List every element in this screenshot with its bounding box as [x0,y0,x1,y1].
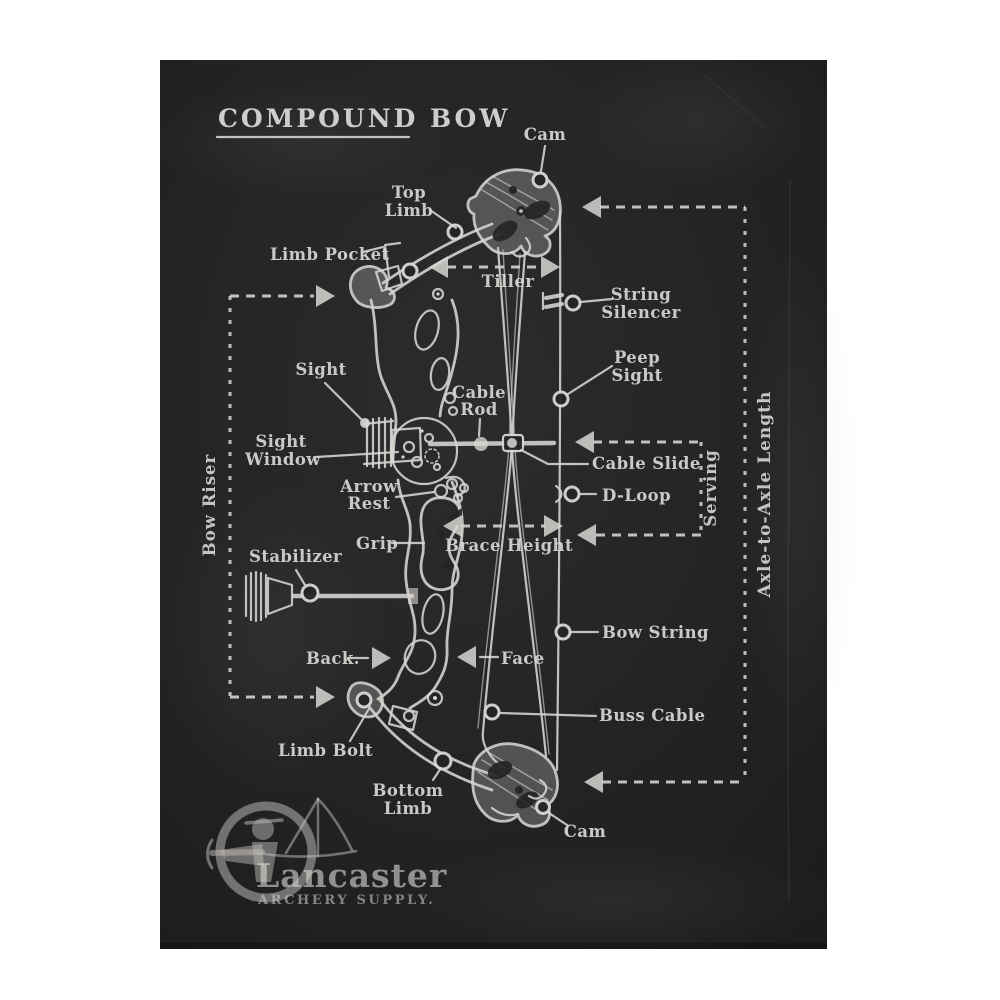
limb-bolt-circle [355,691,373,709]
label-limb-bolt: Limb Bolt [278,741,373,760]
label-sight-window-2: Window [244,450,321,469]
logo-name: Lancaster [256,856,447,895]
chalk-scratch [699,71,767,131]
label-arrow-rest-2: Rest [348,494,391,513]
bottom-pocket [346,681,444,732]
chalk-scratch [787,179,791,901]
label-d-loop: D-Loop [602,486,671,505]
label-brace-height: Brace Height [445,536,573,555]
label-cable-slide: Cable Slide [592,454,701,473]
compound-bow-drawing [244,168,570,828]
stabilizer-marker [300,583,320,603]
label-sight-window-1: Sight [255,432,306,451]
logo-bow-tent-icon [256,797,358,858]
label-string-silencer-2: Silencer [601,303,680,322]
label-grip: Grip [356,534,398,553]
label-buss-cable: Buss Cable [599,706,705,725]
pointer-lines [294,144,614,827]
bottom-cam [471,742,559,828]
peep-sight-marker [552,390,570,408]
string-silencer-part [541,291,564,311]
label-bow-string: Bow String [602,623,709,642]
label-top-limb-1: Top [392,183,426,202]
tiller-arrow [429,256,560,278]
labels: COMPOUND BOW Cam Top Limb Limb Pocket Ti… [200,104,775,841]
bottom-limb-part [369,698,499,792]
cable-rod-part [427,433,557,453]
back-arrow [346,647,391,669]
label-stabilizer: Stabilizer [249,547,342,566]
limb-circle-marker [446,223,464,241]
label-cam-top: Cam [524,125,567,144]
label-limb-pocket: Limb Pocket [270,245,390,264]
label-bottom-limb-1: Bottom [372,781,443,800]
label-bow-riser: Bow Riser [200,454,219,556]
label-cam-bottom: Cam [564,822,607,841]
limb-pocket-part [348,241,404,309]
serving-bracket [575,431,703,546]
label-cable-rod-1: Cable [452,383,506,402]
bottom-cam-axle-marker [535,799,551,815]
logo-tagline: ARCHERY SUPPLY. [257,893,435,908]
bottom-limb-marker [433,751,453,771]
d-loop-part [554,484,563,504]
poster-title: COMPOUND BOW [218,104,510,133]
measurement-brackets [228,196,747,793]
label-axle-to-axle: Axle-to-Axle Length [755,391,775,599]
label-cable-rod-2: Rod [460,400,498,419]
top-cam [466,168,562,258]
cam-axle-marker [531,171,549,189]
label-serving: Serving [701,449,720,527]
label-back: Back. [306,649,360,668]
stabilizer-part [244,570,418,623]
lancaster-logo: Lancaster ARCHERY SUPPLY. [206,797,447,908]
riser [369,262,464,710]
axle-to-axle-bracket [582,196,747,793]
arrow-rest-part [433,475,470,504]
face-arrow [457,646,500,668]
brace-height-arrow [443,515,563,537]
label-arrow-rest-1: Arrow [339,477,398,496]
label-tiller: Tiller [482,272,535,291]
label-peep-sight-1: Peep [614,348,660,367]
label-top-limb-2: Limb [385,201,433,220]
label-face: Face [501,649,545,668]
label-sight: Sight [295,360,346,379]
label-string-silencer-1: String [611,285,671,304]
label-peep-sight-2: Sight [611,366,662,385]
bow-riser-bracket [228,285,335,708]
label-bottom-limb-2: Limb [384,799,432,818]
